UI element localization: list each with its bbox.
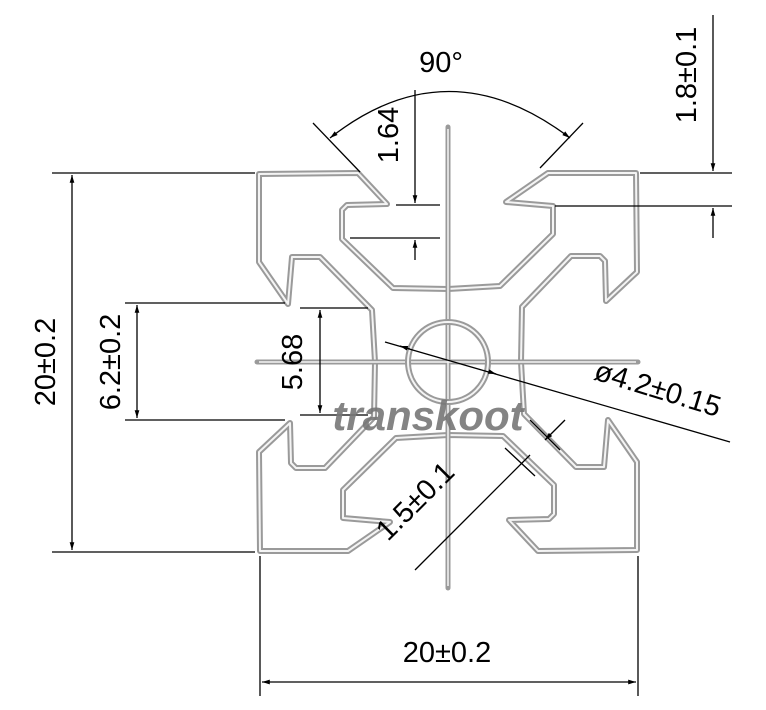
center-bore [405, 319, 491, 405]
inner-slot-label: 5.68 [277, 334, 309, 390]
dimension-angle: 90° [312, 47, 584, 173]
dimension-lip-thickness: 1.8±0.1 [555, 15, 732, 238]
height-label: 20±0.2 [30, 318, 62, 407]
lip-thickness-label: 1.8±0.1 [671, 27, 703, 124]
dimension-inner-slot: 5.68 [277, 307, 368, 416]
dimension-slot-opening: 6.2±0.2 [95, 302, 285, 421]
watermark: transkoot [332, 392, 525, 439]
dimension-slot-depth: 1.64 [350, 90, 440, 260]
center-lines-inner [259, 129, 636, 586]
slot-depth-label: 1.64 [373, 107, 405, 163]
dimension-width: 20±0.2 [259, 556, 639, 696]
center-bore-label: ø4.2±0.15 [591, 355, 725, 424]
angle-label: 90° [419, 47, 463, 79]
dimension-height: 20±0.2 [30, 172, 255, 553]
width-label: 20±0.2 [403, 637, 492, 669]
slot-opening-label: 6.2±0.2 [95, 314, 127, 411]
